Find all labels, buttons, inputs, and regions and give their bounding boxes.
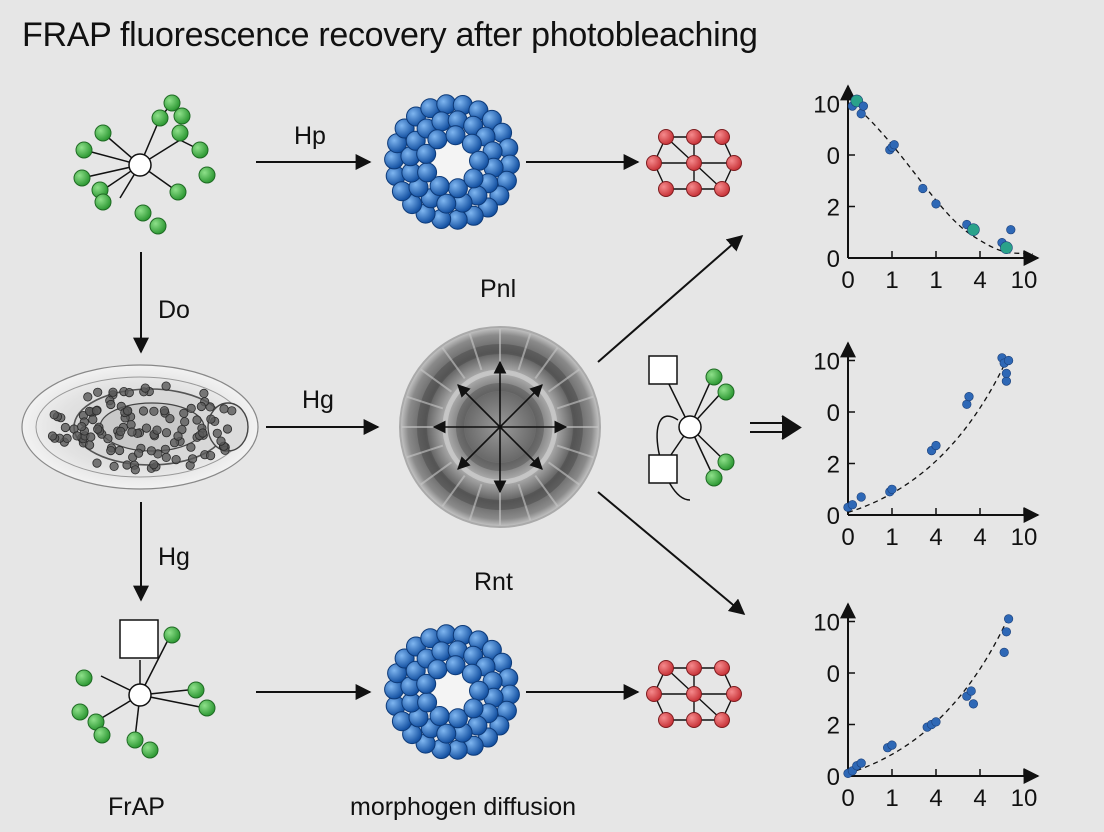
label-pnl: Pnl (480, 275, 516, 303)
data-point (856, 109, 866, 119)
data-point (1000, 241, 1013, 254)
page-title: FRAP fluorescence recovery after photobl… (22, 16, 758, 54)
data-point (1006, 225, 1016, 235)
data-point (887, 484, 897, 494)
data-point (967, 223, 980, 236)
data-point (931, 717, 941, 727)
label-frap: FrAP (108, 793, 165, 821)
x-tick-label: 0 (841, 524, 854, 551)
data-point (1001, 376, 1012, 386)
y-tick-label: 0 (827, 246, 840, 273)
y-tick-label: 10 (813, 92, 840, 119)
data-point (847, 500, 858, 510)
green-network-top (73, 94, 216, 235)
central-disc-image (399, 326, 601, 528)
data-point (999, 647, 1009, 658)
data-point (856, 758, 866, 768)
data-point (1003, 355, 1014, 366)
data-point (968, 699, 979, 709)
x-tick-label: 0 (841, 267, 854, 294)
data-point (964, 392, 974, 402)
axes (840, 341, 1040, 523)
hub-node (128, 153, 152, 177)
data-point (1001, 627, 1012, 637)
x-tick-label: 10 (1011, 785, 1038, 812)
y-tick-label: 0 (827, 143, 840, 170)
mini-network-middle (648, 355, 735, 501)
label-rnt: Rnt (474, 568, 513, 596)
y-tick-label: 0 (827, 400, 840, 427)
data-point (856, 492, 866, 502)
data-point (966, 686, 976, 696)
axes (840, 602, 1040, 784)
axes (840, 84, 1040, 266)
label-do: Do (158, 296, 190, 324)
data-point (931, 440, 941, 451)
label-hg-mid: Hg (302, 386, 334, 414)
data-point (858, 101, 869, 111)
double-arrow (750, 415, 802, 440)
data-point (1001, 368, 1012, 379)
y-tick-label: 10 (813, 610, 840, 637)
embryo-image (21, 364, 259, 490)
x-tick-label: 1 (885, 267, 898, 294)
y-tick-label: 10 (813, 349, 840, 376)
x-tick-label: 4 (929, 785, 942, 812)
x-tick-label: 4 (929, 524, 942, 551)
x-tick-label: 1 (929, 267, 942, 294)
blue-ring-top (384, 94, 520, 230)
y-tick-label: 0 (827, 503, 840, 530)
label-hp: Hp (294, 122, 326, 150)
trend-line (851, 103, 1033, 255)
x-tick-label: 10 (1011, 267, 1038, 294)
arrow-diag-up (597, 234, 744, 363)
data-point (962, 399, 972, 409)
x-tick-label: 4 (973, 524, 986, 551)
trend-line (847, 360, 1007, 514)
arrow-diag-down (597, 491, 746, 616)
red-network-top (646, 129, 742, 197)
red-network-bottom (646, 660, 742, 728)
x-tick-label: 0 (841, 785, 854, 812)
x-tick-label: 4 (973, 785, 986, 812)
label-morphogen: morphogen diffusion (350, 793, 576, 821)
data-point (918, 183, 928, 194)
network-bottom-left (71, 619, 216, 759)
y-tick-label: 0 (827, 764, 840, 791)
x-tick-label: 10 (1011, 524, 1038, 551)
blue-ring-bottom (384, 624, 520, 760)
x-tick-label: 4 (973, 267, 986, 294)
label-hg-left: Hg (158, 543, 190, 571)
data-point (887, 740, 897, 750)
x-tick-label: 1 (885, 524, 898, 551)
data-point (1003, 614, 1014, 624)
y-tick-label: 2 (827, 713, 840, 740)
data-point (931, 199, 941, 209)
trend-line (847, 621, 1007, 775)
y-tick-label: 2 (827, 195, 840, 222)
x-tick-label: 1 (885, 785, 898, 812)
y-tick-label: 0 (827, 661, 840, 688)
y-tick-label: 2 (827, 452, 840, 479)
data-point (889, 140, 899, 150)
